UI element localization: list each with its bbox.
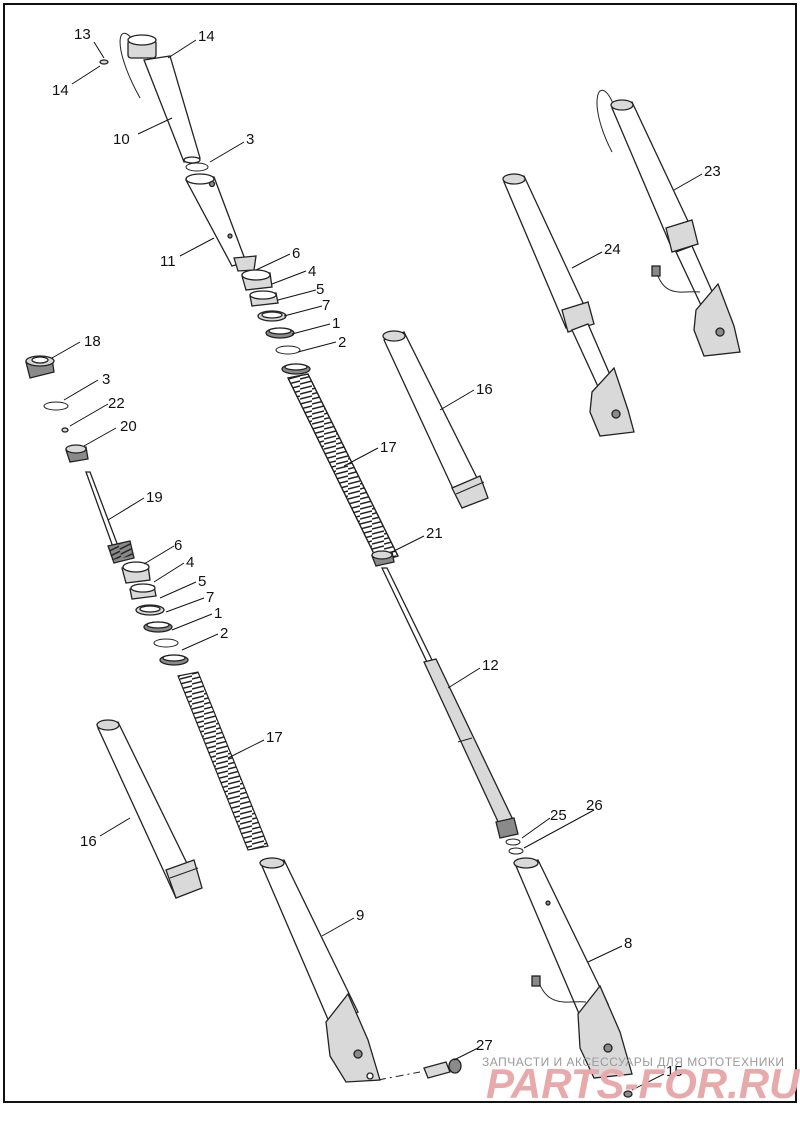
part-bolt-15 [623,1090,633,1098]
part-seal-holder [233,255,257,272]
part-small-22 [61,427,69,433]
assembly-leg-24 [502,173,635,437]
part-oring-3-left [43,401,69,411]
callout-label: 7 [206,589,214,606]
callout-label: 26 [586,797,603,814]
callout-label: 17 [266,729,283,746]
callout-label: 11 [160,253,176,270]
part-spring-17-lower [177,671,269,851]
callout-label: 2 [338,334,346,351]
callout-label: 14 [198,28,215,45]
part-damper-rod-12 [380,567,519,839]
leader-lines [51,39,703,1091]
callout-label: 17 [380,439,397,456]
callout-label: 22 [108,395,125,412]
watermark-brand: PARTS-FOR.RU [486,1060,800,1107]
callout-label: 9 [356,907,364,924]
callout-label: 14 [52,82,69,99]
part-lower-leg-9 [259,857,381,1083]
callout-label: 23 [704,163,721,180]
part-lower-leg-8 [513,857,633,1079]
part-nut-20 [65,444,89,463]
callout-label: 21 [426,525,443,542]
callout-label: 16 [80,833,97,850]
callout-label: 16 [476,381,493,398]
callout-label: 10 [113,131,130,148]
part-cap-18 [25,355,55,379]
callout-labels: 13 14 14 10 3 11 6 4 5 7 1 2 18 3 22 20 … [52,26,721,1080]
callout-label: 5 [316,281,324,298]
watermark: ЗАПЧАСТИ И АКСЕССУАРЫ ДЛЯ МОТОТЕХНИКИ PA… [482,1055,800,1107]
callout-label: 15 [666,1063,683,1080]
callout-label: 19 [146,489,163,506]
callout-label: 4 [186,554,194,571]
callout-label: 20 [120,418,137,435]
callout-label: 2 [220,625,228,642]
callout-label: 6 [292,245,300,262]
callout-label: 1 [214,605,222,622]
part-sleeve-11 [184,173,247,267]
part-oring-3-top [185,162,209,172]
callout-label: 7 [322,297,330,314]
part-outer-tube-16-right [382,330,489,509]
part-oring-26 [508,847,524,855]
part-cap-bolt [119,32,157,99]
callout-label: 3 [246,131,254,148]
callout-label: 25 [550,807,567,824]
part-oring-25 [505,838,521,846]
callout-label: 27 [476,1037,493,1054]
part-axle-27 [377,1058,462,1081]
watermark-tagline: ЗАПЧАСТИ И АКСЕССУАРЫ ДЛЯ МОТОТЕХНИКИ [482,1055,784,1069]
part-spring-seat-21 [371,550,395,567]
diagram-border [3,3,797,1103]
bushing-stack-left [121,561,189,666]
part-spring-17-upper [287,373,399,563]
callout-label: 5 [198,573,206,590]
callout-label: 1 [332,315,340,332]
callout-label: 6 [174,537,182,554]
callout-label: 12 [482,657,499,674]
part-outer-tube-16-left [96,719,203,899]
callout-label: 3 [102,371,110,388]
part-inner-tube-10 [143,55,201,164]
bushing-stack-right [241,269,311,375]
assembly-leg-23 [596,89,741,357]
part-small-pin-13 [99,59,109,65]
callout-label: 8 [624,935,632,952]
callout-label: 24 [604,241,621,258]
callout-label: 18 [84,333,101,350]
callout-label: 4 [308,263,316,280]
callout-label: 13 [74,26,91,43]
part-rod-19 [85,471,135,564]
